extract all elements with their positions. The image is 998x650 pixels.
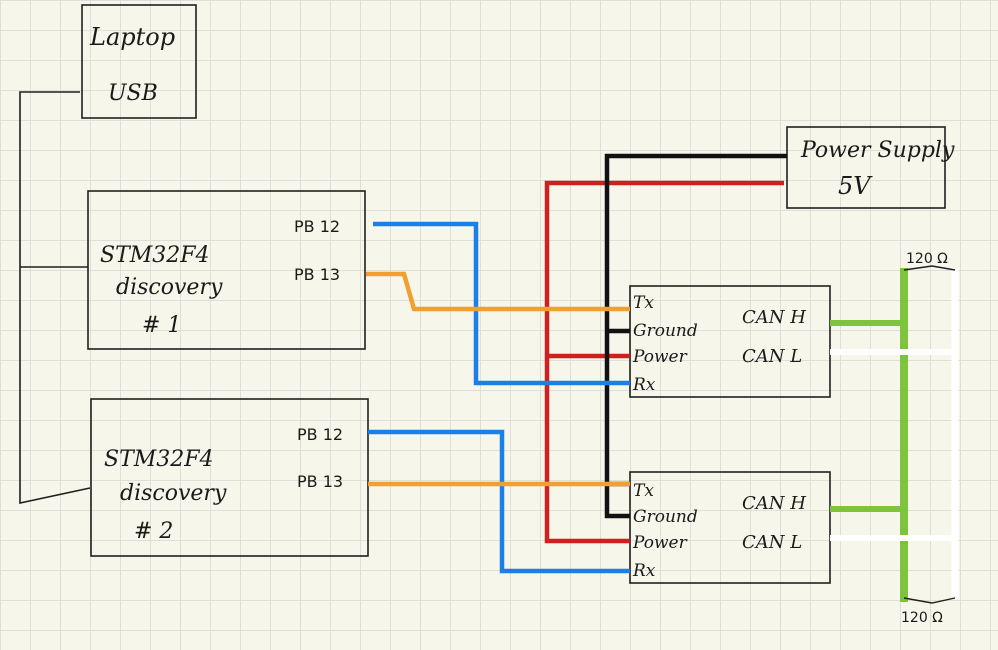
board-2-box — [90, 398, 369, 557]
usb-cable — [19, 91, 91, 504]
board-2-subtitle: discovery — [120, 481, 227, 506]
board-1-pb12-wire — [373, 221, 630, 386]
board-1-pin-pb13: PB 13 — [294, 265, 340, 284]
board-1-pb13-wire — [366, 271, 630, 312]
transceiver-1-can-h: CAN H — [742, 307, 806, 328]
transceiver-2-tx: Tx — [633, 481, 654, 501]
board-1-number: # 1 — [142, 313, 181, 338]
transceiver-1-rx: Rx — [632, 375, 656, 395]
power-supply-voltage: 5V — [838, 172, 873, 200]
transceiver-2-ground: Ground — [633, 507, 698, 527]
power-supply-label: Power Supply — [800, 138, 955, 163]
transceiver-1-power: Power — [632, 347, 688, 367]
board-2-pin-pb13: PB 13 — [297, 472, 343, 491]
laptop-usb-label: USB — [108, 81, 158, 106]
board-2-title: STM32F4 — [104, 447, 214, 472]
termination-bottom-bracket — [903, 597, 956, 604]
termination-top-label: 120 Ω — [906, 251, 948, 267]
board-1-box — [87, 190, 366, 350]
transceiver-1-can-l: CAN L — [742, 346, 802, 367]
board-2-pb12-wire — [368, 429, 630, 574]
transceiver-1-tx: Tx — [633, 293, 654, 313]
board-2-number: # 2 — [134, 519, 173, 544]
laptop-label: Laptop — [89, 23, 175, 51]
transceiver-2-box — [629, 471, 831, 584]
ground-wire — [604, 153, 787, 519]
power-supply-box — [786, 126, 946, 209]
laptop-box — [81, 4, 197, 119]
board-1-pin-pb12: PB 12 — [294, 217, 340, 236]
transceiver-1-box — [629, 285, 831, 398]
transceiver-2-rx: Rx — [632, 561, 656, 581]
board-1-subtitle: discovery — [116, 275, 223, 300]
transceiver-2-can-h: CAN H — [742, 493, 806, 514]
board-2-pin-pb12: PB 12 — [297, 425, 343, 444]
transceiver-1-ground: Ground — [633, 321, 698, 341]
board-1-title: STM32F4 — [100, 243, 210, 268]
power-wire — [544, 180, 784, 544]
termination-top-bracket — [903, 265, 956, 271]
transceiver-2-can-l: CAN L — [742, 532, 802, 553]
transceiver-2-power: Power — [632, 533, 688, 553]
termination-bottom-label: 120 Ω — [901, 610, 943, 626]
